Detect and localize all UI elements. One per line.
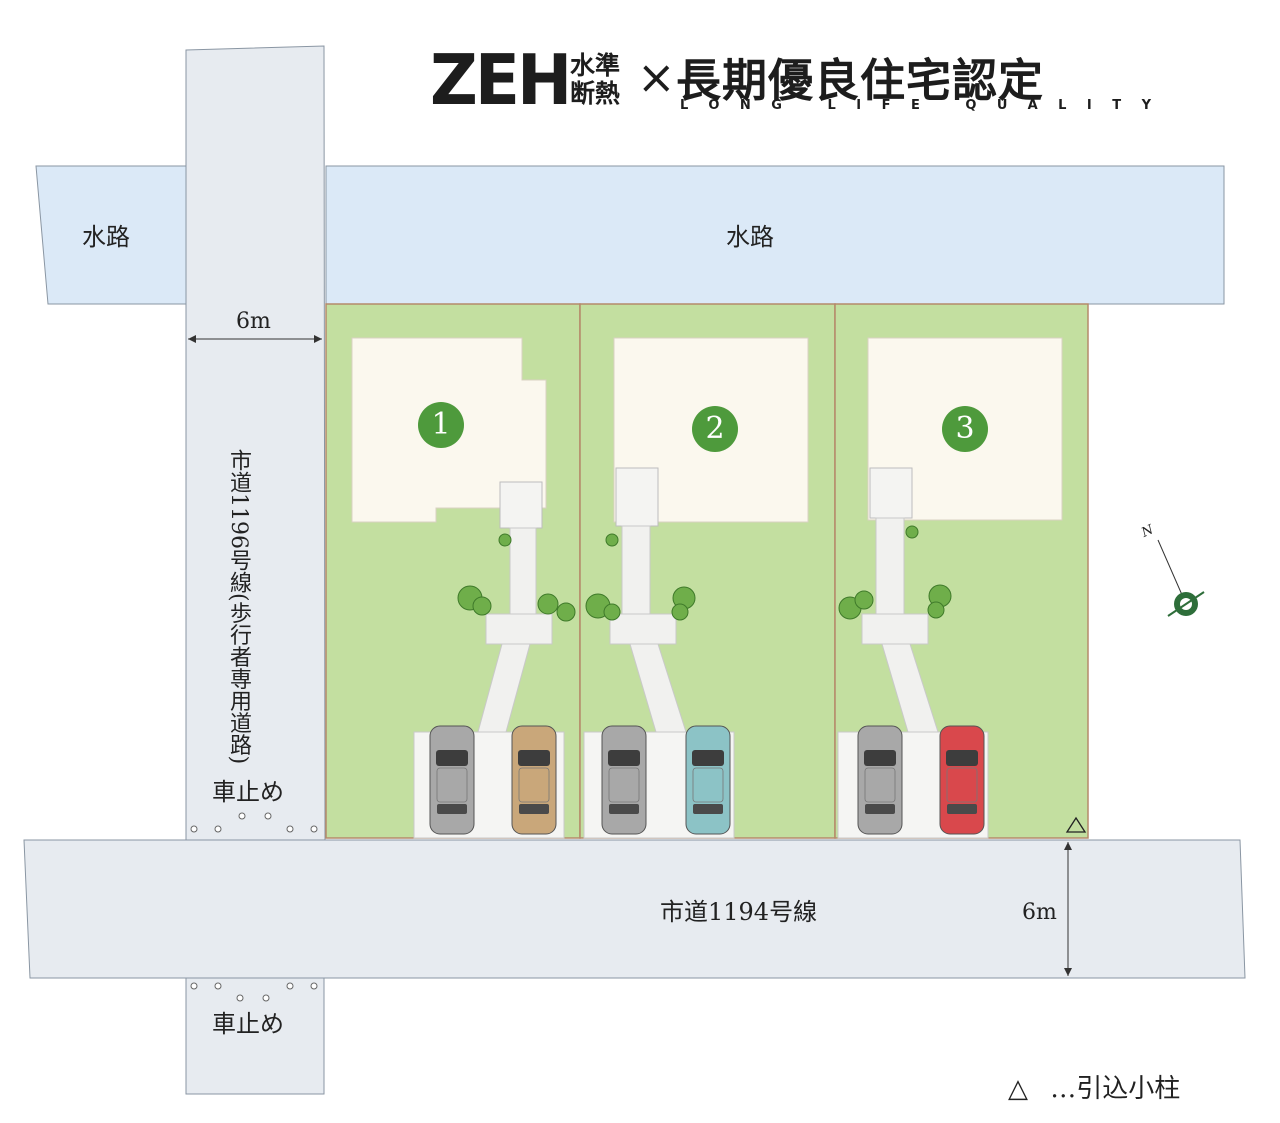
lot-1-entrance — [499, 481, 543, 529]
bollards-top — [190, 812, 318, 833]
certification-subtitle: LONG LIFE QUALITY — [680, 98, 1172, 113]
header-logo: ZEH 水準断熱 × 長期優良住宅認定 LONG LIFE QUALITY — [430, 40, 1151, 121]
car-icon — [511, 725, 557, 835]
arrow-head-left — [188, 335, 196, 343]
lot-1-walkway — [509, 527, 537, 617]
car-icon — [939, 725, 985, 835]
lot-3-porch — [861, 613, 929, 645]
zeh-logo-text: ZEH — [430, 40, 572, 121]
arrow-head-down — [1064, 968, 1072, 976]
service-pole-marker — [1065, 816, 1087, 833]
car-icon — [857, 725, 903, 835]
bollard-top-label: 車止め — [212, 778, 284, 806]
car-icon — [685, 725, 731, 835]
lot-3-entrance — [869, 467, 913, 519]
lot-1-porch — [485, 613, 553, 645]
arrow-head-right — [314, 335, 322, 343]
pedestrian-road-width: 6m — [236, 309, 271, 334]
legend: △ …引込小柱 — [1008, 1068, 1180, 1105]
lot-2-entrance — [615, 467, 659, 527]
pedestrian-road-label: 市道1196号線(歩行者専用道路) — [226, 449, 251, 765]
lot-number-3: 3 — [942, 406, 988, 452]
main-road-label: 市道1194号線 — [660, 898, 818, 926]
tree-icon — [457, 525, 952, 622]
certification-title: 長期優良住宅認定 — [676, 54, 1045, 107]
legend-symbol: △ — [1008, 1074, 1028, 1104]
pedestrian-road-south — [185, 975, 325, 1095]
zeh-sub-text: 水準断熱 — [570, 51, 621, 108]
waterway-right-label: 水路 — [726, 223, 774, 251]
lot-2-walkway — [621, 525, 651, 615]
car-icon — [601, 725, 647, 835]
waterway-right — [325, 165, 1225, 305]
lot-number-1: 1 — [418, 402, 464, 448]
waterway-left-label: 水路 — [82, 223, 130, 251]
car-icon — [429, 725, 475, 835]
main-road — [23, 839, 1246, 979]
arrow-head-up — [1064, 842, 1072, 850]
pedestrian-road — [185, 45, 326, 841]
legend-text: …引込小柱 — [1050, 1074, 1181, 1104]
lot-number-2: 2 — [692, 406, 738, 452]
bollard-bottom-label: 車止め — [212, 1010, 284, 1038]
times-symbol: × — [637, 50, 676, 104]
lot-2-porch — [609, 613, 677, 645]
compass-icon — [1157, 539, 1205, 617]
main-road-width: 6m — [1022, 900, 1057, 925]
bollards-bottom — [190, 982, 318, 1002]
lot-3-walkway — [875, 517, 905, 615]
